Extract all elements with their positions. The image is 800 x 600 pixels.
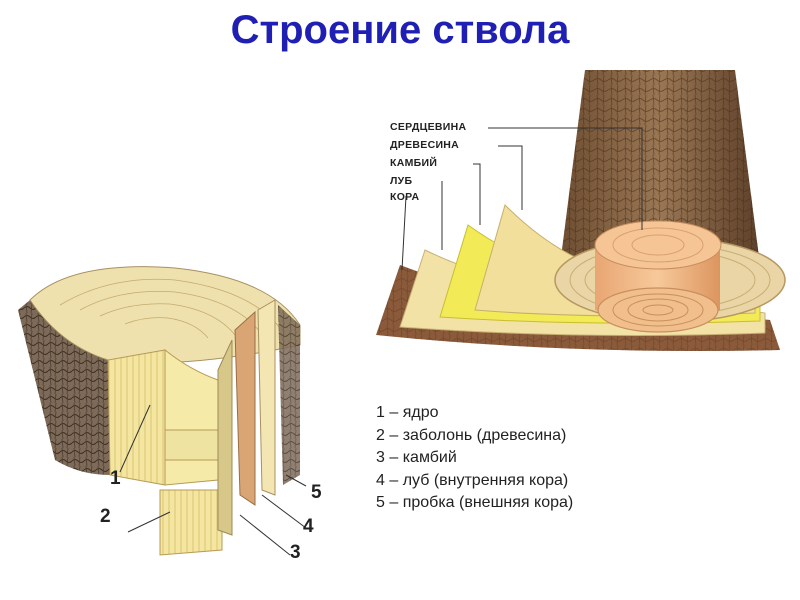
- legend-item-2: 2 – заболонь (древесина): [376, 426, 567, 444]
- label-cambium: КАМБИЙ: [390, 157, 438, 169]
- trunk-layers-illustration: [376, 70, 786, 351]
- section-number-2: 2: [100, 506, 111, 527]
- label-bast: ЛУБ: [390, 175, 413, 187]
- legend-item-3: 3 – камбий: [376, 449, 457, 466]
- page-title: Строение ствола: [230, 8, 570, 52]
- label-heartwood: СЕРДЦЕВИНА: [390, 121, 467, 133]
- label-bark: КОРА: [390, 191, 420, 203]
- legend-list: 1 – ядро 2 – заболонь (древесина) 3 – ка…: [376, 402, 573, 515]
- label-wood: ДРЕВЕСИНА: [390, 139, 460, 151]
- section-number-3: 3: [290, 542, 301, 563]
- section-number-4: 4: [303, 516, 314, 537]
- legend-item-1: 1 – ядро: [376, 404, 439, 421]
- legend-item-5: 5 – пробка (внешняя кора): [376, 494, 574, 511]
- section-number-1: 1: [110, 468, 121, 489]
- legend-item-4: 4 – луб (внутренняя кора): [376, 471, 569, 489]
- section-number-5: 5: [311, 482, 322, 503]
- stump-section-illustration: [18, 266, 307, 556]
